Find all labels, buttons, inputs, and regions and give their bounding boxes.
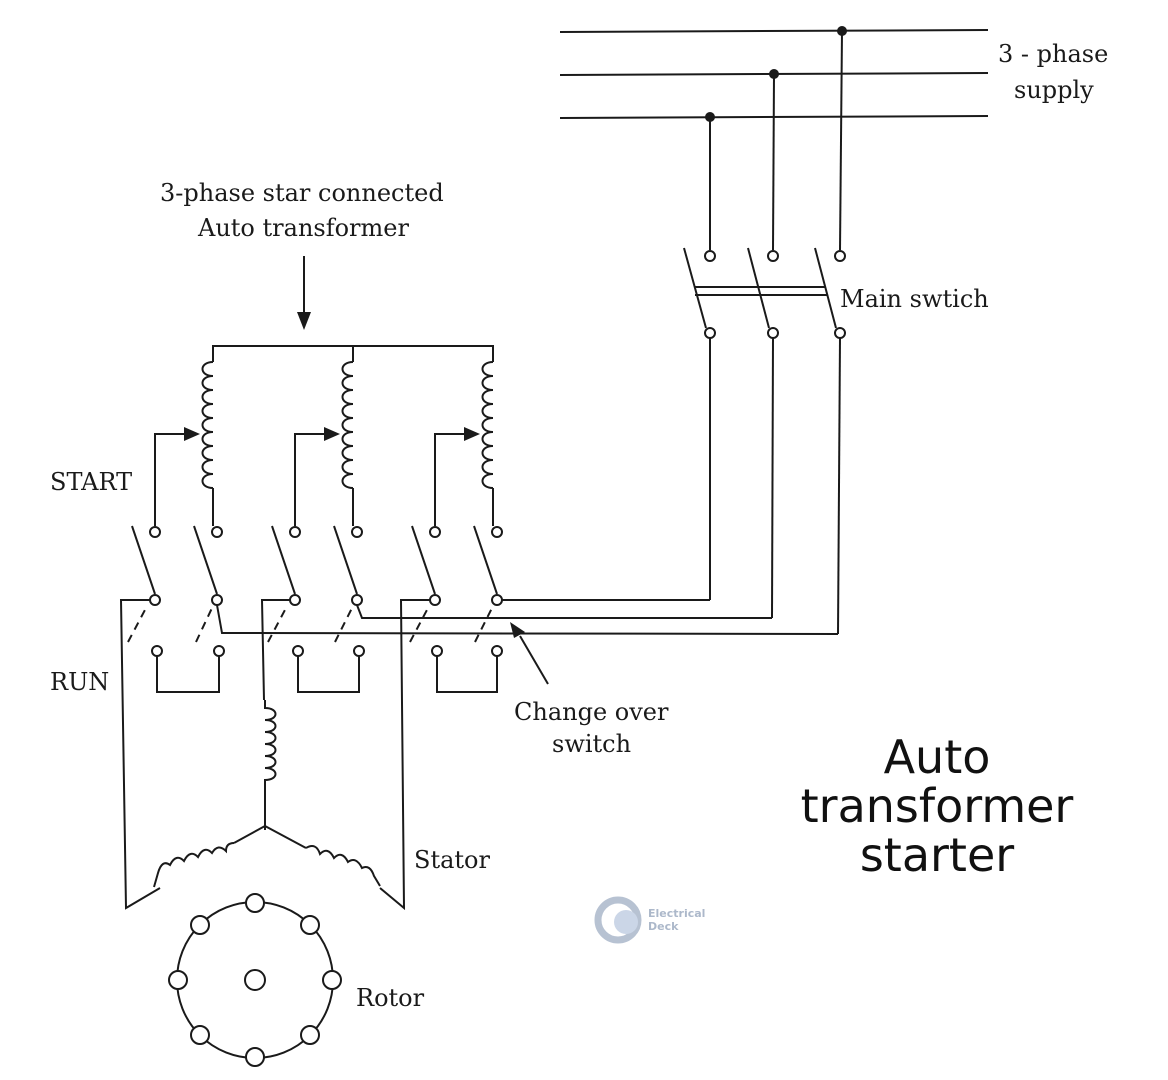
rotor xyxy=(168,893,342,1067)
changeover-label-line1: Change over xyxy=(514,698,669,726)
title-line1: Auto xyxy=(884,730,991,784)
supply-label-line1: 3 - phase xyxy=(998,40,1108,68)
rotor-label: Rotor xyxy=(356,984,425,1012)
changeover-mechanical-link xyxy=(127,607,493,643)
autotransformer-label-line2: Auto transformer xyxy=(197,214,409,242)
supply-bus xyxy=(559,26,989,251)
changeover-arrow xyxy=(510,622,549,685)
autotransformer-coils xyxy=(201,361,494,526)
start-label: START xyxy=(50,468,132,496)
main-switch-label: Main swtich xyxy=(840,285,989,313)
tap-arrows xyxy=(154,427,480,526)
changeover-label-line2: switch xyxy=(552,730,631,758)
stator-winding xyxy=(153,700,381,888)
autotransformer-label-line1: 3-phase star connected xyxy=(160,179,444,207)
autotransformer-arrow xyxy=(297,256,311,330)
changeover-blades xyxy=(131,525,503,606)
main-switch xyxy=(683,247,846,635)
run-contacts xyxy=(151,645,503,693)
stator-feed-wires xyxy=(119,599,430,911)
watermark-text-line1: Electrical xyxy=(648,907,705,920)
watermark-logo: Electrical Deck xyxy=(594,896,705,944)
title-line2: transformer xyxy=(801,779,1074,833)
title-line3: starter xyxy=(860,828,1014,882)
run-label: RUN xyxy=(50,668,109,696)
start-contacts xyxy=(149,526,503,538)
watermark-text-line2: Deck xyxy=(648,920,679,933)
stator-label: Stator xyxy=(414,846,490,874)
supply-feed-wires xyxy=(216,599,839,635)
supply-label-line2: supply xyxy=(1014,76,1094,104)
